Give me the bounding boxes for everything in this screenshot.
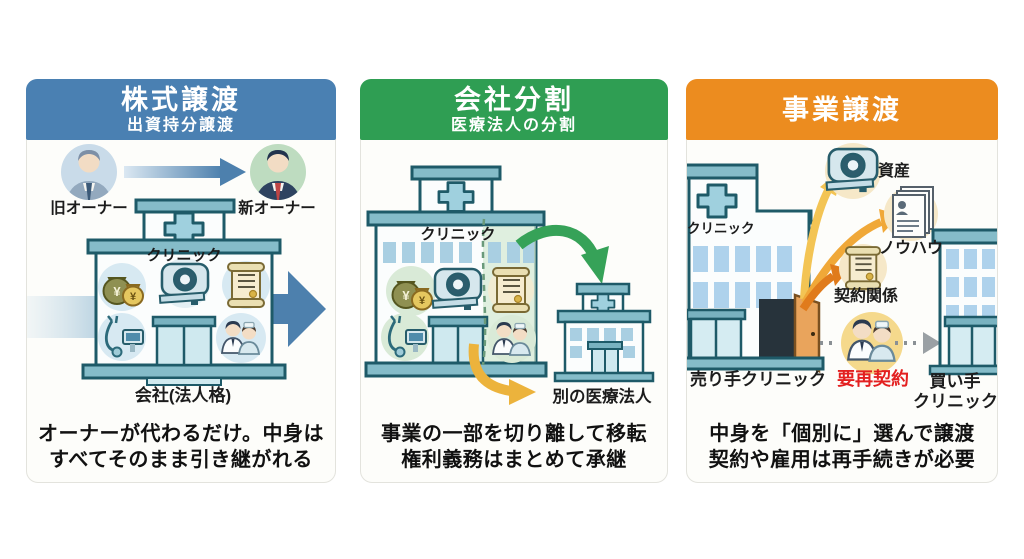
panel1-caption-line2: すべてそのまま引き継がれる [49, 449, 313, 471]
open-doorway [759, 299, 795, 358]
staff-recontract-icon [841, 312, 903, 374]
buyer-clinic-building [928, 228, 997, 376]
buyer-label-line2: クリニック [913, 392, 998, 411]
clinic-label: クリニック [146, 247, 222, 264]
panel2-caption-line2: 権利義務はまとめて承継 [401, 449, 627, 471]
medical-staff-icon [216, 313, 266, 363]
panel2-body: クリニック 別の医療法人 [361, 141, 667, 482]
panel2-header: 会社分割 医療法人の分割 [360, 79, 668, 140]
panel1-title: 株式譲渡 [121, 84, 241, 115]
panel2-caption: 事業の一部を切り離して移転 権利義務はまとめて承継 [361, 421, 667, 473]
old-owner-avatar [61, 144, 117, 200]
panel3-caption-line2: 契約や雇用は再手続きが必要 [708, 449, 976, 471]
medical-equipment-icon [98, 313, 146, 361]
windows [946, 249, 995, 325]
contracts-label: 契約関係 [833, 288, 898, 305]
panel1-illustration [27, 144, 326, 386]
panel-business-transfer: 事業譲渡 [686, 79, 998, 483]
panel1-caption-line1: オーナーが代わるだけ。中身は [38, 423, 324, 445]
other-corporation-label: 別の医療法人 [552, 388, 652, 406]
new-corporation-building [553, 282, 655, 383]
money-bags-icon [98, 263, 146, 311]
medical-staff-icon [488, 315, 536, 363]
windows [383, 242, 534, 263]
panel2-illustration [364, 165, 655, 405]
clinic-label: クリニック [420, 226, 496, 243]
transfer-down-arrow-icon [468, 343, 536, 405]
buyer-label-line1: 買い手 [929, 372, 981, 391]
panel3-body: クリニック 資産 ノウハウ 契約関係 売り手クリニック 要再契約 買い手 クリニ… [687, 141, 998, 482]
panel3-title: 事業譲渡 [782, 94, 902, 125]
split-arrow-icon [515, 224, 609, 284]
panel3-header: 事業譲渡 [686, 79, 998, 140]
company-label: 会社(法人格) [134, 386, 232, 405]
recontract-required-label: 要再契約 [837, 369, 909, 389]
panel1-subtitle: 出資持分譲渡 [126, 116, 235, 134]
knowhow-label: ノウハウ [878, 240, 943, 257]
windows [570, 328, 635, 358]
big-transfer-arrow-icon [270, 271, 326, 347]
knowhow-documents-icon [884, 186, 938, 241]
panel-stock-transfer: 株式譲渡 出資持分譲渡 [26, 79, 336, 483]
clinic-label: クリニック [687, 221, 755, 236]
new-owner-avatar [250, 144, 306, 200]
staff-move-arrow-icon [820, 332, 941, 354]
panel3-illustration [687, 143, 997, 376]
mri-scanner-icon [158, 258, 210, 308]
seller-clinic-building [687, 163, 825, 374]
medical-equipment-icon [381, 313, 429, 361]
split-divider-line [481, 218, 487, 366]
mri-scanner-icon [431, 267, 483, 312]
new-owner-label: 新オーナー [238, 200, 316, 217]
panel1-caption: オーナーが代わるだけ。中身は すべてそのまま引き継がれる [27, 421, 335, 473]
big-arrow-tail [27, 296, 97, 338]
seller-clinic-label: 売り手クリニック [690, 370, 826, 389]
panel2-caption-line1: 事業の一部を切り離して移転 [381, 423, 647, 445]
panel3-caption-line1: 中身を「個別に」選んで譲渡 [709, 423, 975, 445]
panel2-subtitle: 医療法人の分割 [450, 116, 577, 134]
contract-scroll-icon [839, 244, 887, 292]
panel3-caption: 中身を「個別に」選んで譲渡 契約や雇用は再手続きが必要 [687, 421, 997, 473]
money-bags-icon [386, 266, 436, 316]
owner-change-arrow-icon [124, 158, 246, 186]
panel-company-split: 会社分割 医療法人の分割 [360, 79, 668, 483]
contract-scroll-icon [488, 267, 534, 313]
assets-mri-icon [825, 143, 881, 199]
assets-label: 資産 [878, 163, 911, 180]
panel1-header: 株式譲渡 出資持分譲渡 [26, 79, 336, 140]
old-owner-label: 旧オーナー [50, 200, 128, 217]
contract-scroll-icon [222, 261, 270, 309]
buyer-clinic-label: 買い手 クリニック [913, 372, 998, 412]
panel2-title: 会社分割 [454, 84, 574, 115]
panel1-body: 旧オーナー 新オーナー クリニック 会社(法人格) [27, 141, 335, 482]
